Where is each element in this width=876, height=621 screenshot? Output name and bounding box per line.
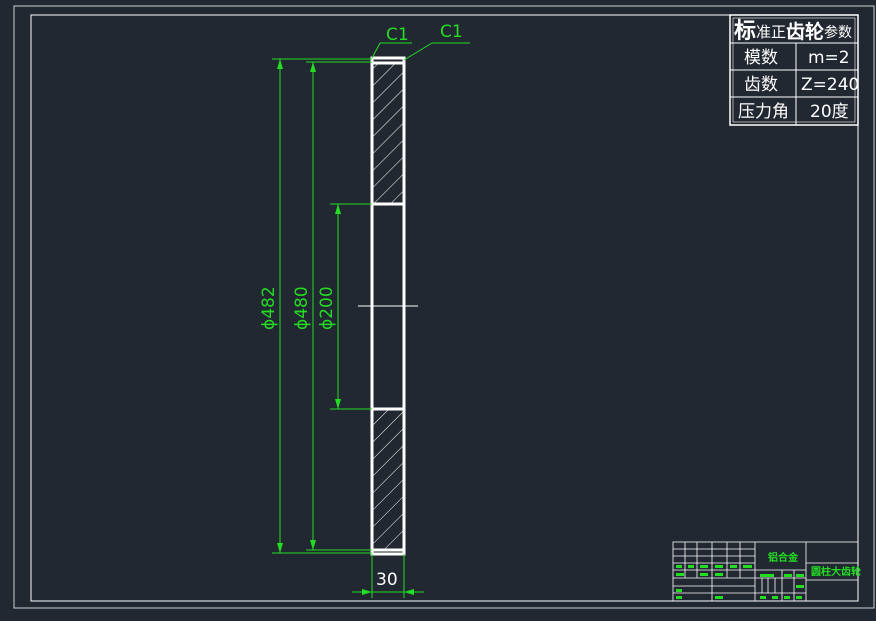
material-label: 铝合金 [768,551,799,564]
drawing-frame [30,14,859,602]
sheet-border [13,5,875,609]
bore-diameter-label: ϕ200 [317,286,337,330]
pitch-diameter-label: ϕ480 [292,286,312,330]
title-block [672,541,859,602]
params-title-big2: 齿轮 [786,20,824,43]
title-block-small-labels [676,565,804,599]
param-label-pressure-angle: 压力角 [738,102,789,122]
chamfer-left-label: C1 [386,25,409,45]
lower-rim-hatch [373,410,404,550]
param-label-teeth: 齿数 [744,75,778,95]
params-title-small: 参数 [824,24,852,41]
param-value-teeth: Z=240 [801,75,859,95]
outer-diameter-label: ϕ482 [259,286,279,330]
chamfer-right-label: C1 [440,22,463,42]
param-value-module: m=2 [808,48,850,68]
face-width-label: 30 [376,570,398,590]
param-value-pressure-angle: 20度 [810,102,849,122]
params-table [729,14,859,126]
part-name-label: 圆柱大齿轮 [811,565,861,578]
gear-section [358,56,418,556]
param-label-module: 模数 [744,48,778,68]
dimensions [272,42,470,598]
upper-rim-hatch [373,64,404,203]
params-title-big1: 标 [734,18,756,44]
params-title-mid: 准正 [756,23,786,41]
